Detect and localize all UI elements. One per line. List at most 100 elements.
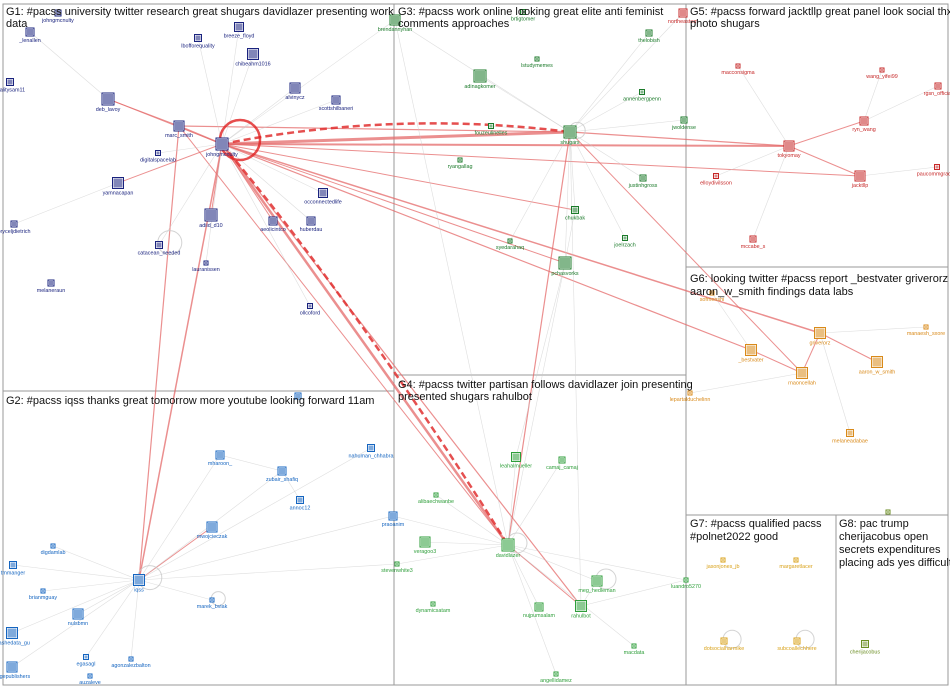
node-_bestvater[interactable]: _bestvater [737, 344, 764, 364]
node-northeastern[interactable]: northeastern [668, 8, 698, 25]
node-realitysam11[interactable]: realitysam11 [0, 78, 25, 94]
node-mashedata_gu[interactable]: mashedata_gu [0, 627, 30, 647]
node-tokyomay[interactable]: tokyomay [777, 140, 801, 159]
node-yamnacapan[interactable]: yamnacapan [103, 177, 134, 197]
edge-tokyomay-macconsigma [737, 65, 790, 147]
node-thelobish[interactable]: thelobish [638, 29, 660, 44]
node-rahulbot[interactable]: rahulbot [571, 600, 591, 620]
node-digdamlab[interactable]: digdamlab [41, 543, 66, 556]
node-ryn_wang[interactable]: ryn_wang [852, 116, 876, 133]
node-auzaleve[interactable]: auzaleve [79, 673, 101, 686]
node-melaneraun[interactable]: melaneraun [37, 279, 65, 294]
node-annoc12[interactable]: annoc12 [290, 496, 311, 512]
node-alibaechwanbe[interactable]: alibaechwanbe [418, 492, 454, 505]
node-marc_smith[interactable]: marc_smith [165, 120, 193, 139]
node-praoanim[interactable]: praoanim [382, 511, 405, 528]
node-adinagkomer[interactable]: adinagkomer [464, 69, 496, 90]
node-annenbergpenn[interactable]: annenbergpenn [623, 89, 661, 103]
node-veragoo3[interactable]: veragoo3 [414, 536, 436, 555]
node-jwoldense[interactable]: jwoldense [671, 116, 696, 131]
node-rgsn_official[interactable]: rgsn_official [924, 82, 950, 97]
node-jacktllp[interactable]: jacktllp [851, 170, 868, 189]
node-mharoon_[interactable]: mharoon_ [208, 450, 233, 467]
node-melaneadabae[interactable]: melaneadabae [832, 429, 868, 445]
node-manaesh_sxore[interactable]: manaesh_sxore [907, 324, 945, 337]
avatar-photo [12, 222, 16, 226]
node-meg_hedleman[interactable]: meg_hedleman [578, 575, 616, 594]
node-huberdau[interactable]: huberdau [300, 216, 323, 233]
node-griverorz[interactable]: griverorz [810, 327, 831, 347]
node-scottshilbaneri[interactable]: scottshilbaneri [319, 95, 353, 112]
node-alvinycz[interactable]: alvinycz [285, 82, 305, 101]
node-catacean_needed[interactable]: catacean_needed [138, 241, 181, 257]
node-leahalmueller[interactable]: leahalmueller [500, 452, 532, 470]
node-cherijacobus[interactable]: cherijacobus [850, 640, 881, 656]
node-pchasvorks[interactable]: pchasvorks [551, 256, 579, 277]
node-brtigtomer[interactable]: brtigtomer [511, 9, 535, 23]
node-macdata[interactable]: macdata [624, 643, 645, 656]
node-ryangallag[interactable]: ryangallag [448, 157, 473, 170]
node-paucommgradad[interactable]: paucommgradad [917, 164, 950, 178]
node-occonnectedlife[interactable]: occonnectedlife [304, 188, 342, 206]
node-wang_yifei99[interactable]: wang_yifei99 [865, 67, 898, 80]
node-_lenallen[interactable]: _lenallen [18, 27, 41, 44]
edge-rnaoncellah-lepartalduchelinn [689, 372, 803, 394]
node-mccabe_s[interactable]: mccabe_s [741, 235, 766, 250]
node-sofmenshi[interactable]: sofmenshi [700, 290, 725, 303]
node-breeze_floyd[interactable]: breeze_floyd [224, 22, 255, 40]
node-lbofforequality[interactable]: lbofforequality [181, 34, 215, 50]
node-syedarahaq[interactable]: syedarahaq [496, 238, 524, 251]
node-deb_lavoy[interactable]: deb_lavoy [96, 92, 121, 113]
node-lauranissen[interactable]: lauranissen [192, 260, 220, 273]
node-tmmanger[interactable]: tmmanger [1, 561, 25, 577]
node-dynamicsatam[interactable]: dynamicsatam [416, 601, 451, 614]
edge-tokyomay-elloydivilsson [715, 145, 790, 177]
node-rnaoncellah[interactable]: rnaoncellah [788, 367, 816, 387]
node-shugars[interactable]: shugars [560, 125, 580, 146]
node-g8_top[interactable] [885, 509, 891, 515]
node-g2_top[interactable] [294, 392, 302, 400]
node-iqss[interactable]: iqss [133, 574, 145, 594]
node-ollcoford[interactable]: ollcoford [300, 303, 320, 317]
node-lstudymemes[interactable]: lstudymemes [521, 56, 553, 69]
node-brianmguay[interactable]: brianmguay [29, 588, 57, 601]
node-fouzeulinelles[interactable]: fouzeulinelles [475, 123, 508, 137]
node-mwojcieczak[interactable]: mwojcieczak [197, 521, 228, 540]
node-camaj_camaj[interactable]: camaj_camaj [546, 456, 578, 471]
node-brendannyhan[interactable]: brendannyhan [378, 14, 412, 33]
node-luandro5270[interactable]: luandro5270 [671, 577, 701, 590]
node-johngmcnulty[interactable]: johngmcnulty [205, 137, 238, 158]
node-subcoallechhere[interactable]: subcoallechhere [777, 637, 817, 652]
node-bryceljdietrich[interactable]: bryceljdietrich [0, 220, 30, 235]
node-agonzalezbalton[interactable]: agonzalezbalton [111, 656, 151, 669]
node-joelrzach[interactable]: joelrzach [613, 235, 636, 249]
node-margaretlacer[interactable]: margaretlacer [779, 557, 813, 570]
node-justinhgross[interactable]: justinhgross [628, 174, 658, 189]
node-davidlazer[interactable]: davidlazer [496, 538, 521, 559]
node-angellidamez[interactable]: angellidamez [540, 671, 572, 684]
node-adiid_d10[interactable]: adiid_d10 [199, 208, 223, 229]
node-nujpumsalam[interactable]: nujpumsalam [523, 602, 556, 619]
node-macconsigma[interactable]: macconsigma [721, 63, 755, 76]
edge-shugars-jwoldense [569, 119, 685, 133]
node-marek_bviak[interactable]: marek_bviak [197, 597, 228, 610]
node-sagepublishers[interactable]: sagepublishers [0, 661, 30, 680]
node-aaron_w_smith[interactable]: aaron_w_smith [859, 356, 896, 376]
node-chibeahm1016[interactable]: chibeahm1016 [235, 48, 271, 68]
node-stevenwhite3[interactable]: stevenwhite3 [381, 561, 413, 574]
node-aeolicintco[interactable]: aeolicintco [260, 216, 286, 233]
node-egasagl[interactable]: egasagl [77, 654, 96, 668]
node-elloydivilsson[interactable]: elloydivilsson [700, 173, 732, 187]
node-johngmcnulty_top[interactable]: johngmcnulty [41, 9, 74, 24]
node-lepartalduchelinn[interactable]: lepartalduchelinn [670, 390, 711, 403]
node-jasonjones_jb[interactable]: jasonjones_jb [706, 557, 740, 570]
node-chukbak[interactable]: chukbak [565, 206, 585, 222]
node-dotsocialharmike[interactable]: dotsocialharmike [704, 637, 744, 652]
node-digitalspacelab[interactable]: digitalspacelab [140, 150, 176, 164]
node-zubair_shafiq[interactable]: zubair_shafiq [266, 466, 298, 483]
avatar-photo [42, 590, 44, 592]
node-nahuman_chhabra[interactable]: nahuman_chhabra [349, 444, 394, 460]
node-nulsbmn[interactable]: nulsbmn [68, 608, 88, 627]
edge-shugars-thelobish [569, 32, 650, 133]
